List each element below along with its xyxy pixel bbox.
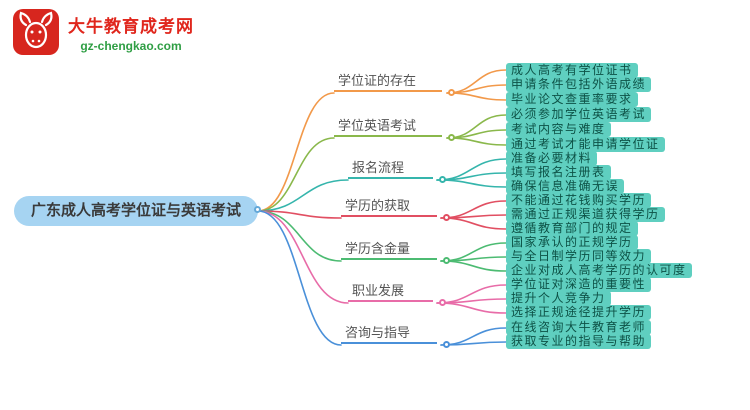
branch-collapse-handle[interactable] [439,176,446,183]
leaf-node[interactable]: 通过考试才能申请学位证 [506,137,665,152]
branch-node-2[interactable]: 学位英语考试 [334,117,455,141]
branch-label: 学位证的存在 [338,73,417,88]
connector-curve [436,179,507,188]
connector-curve [436,284,507,304]
leaf-node[interactable]: 在线咨询大牛教育老师 [506,320,652,335]
branch-node-1[interactable]: 学位证的存在 [334,72,455,96]
leaf-node[interactable]: 确保信息准确无误 [506,179,625,194]
connector-curve [446,137,507,146]
leaf-node[interactable]: 学位证对深造的重要性 [506,277,652,292]
connector-curve [440,256,507,262]
branch-label: 学位英语考试 [338,118,417,133]
connector-curve [436,302,507,314]
bull-seal-icon [13,9,59,55]
branch-collapse-handle[interactable] [443,214,450,221]
branch-label: 学历的获取 [345,198,411,213]
branch-collapse-handle[interactable] [439,299,446,306]
connector-curve [257,210,342,346]
branch-node-3[interactable]: 报名流程 [348,159,446,183]
branch-label: 咨询与指导 [345,325,411,340]
connector-curve [446,69,507,94]
branch-collapse-handle[interactable] [443,341,450,348]
connector-curve [440,260,507,272]
connector-curve [446,129,507,139]
connector-curve [440,214,507,219]
leaf-node[interactable]: 申请条件包括外语成绩 [506,77,652,92]
mindmap-root-node[interactable]: 广东成人高考学位证与英语考试 [14,196,258,226]
brand-logo: 大牛教育成考网 gz-chengkao.com [12,8,194,56]
leaf-node[interactable]: 毕业论文查重率要求 [506,92,638,107]
leaf-node[interactable]: 遵循教育部门的规定 [506,221,638,236]
connector-curve [257,210,342,262]
connector-curve [440,242,507,262]
leaf-node[interactable]: 成人高考有学位证书 [506,63,638,78]
leaf-node[interactable]: 提升个人竞争力 [506,291,611,306]
leaf-node[interactable]: 与全日制学历同等效力 [506,249,652,264]
connector-curve [257,210,342,219]
branch-node-6[interactable]: 职业发展 [348,282,446,306]
branch-collapse-handle[interactable] [443,257,450,264]
connector-curve [440,200,507,219]
connector-curve [446,114,507,139]
leaf-node[interactable]: 必须参加学位英语考试 [506,107,652,122]
branch-node-7[interactable]: 咨询与指导 [341,324,450,348]
branch-label: 报名流程 [352,160,405,175]
root-collapse-handle[interactable] [254,206,261,213]
connector-curve [446,92,507,101]
leaf-node[interactable]: 国家承认的正规学历 [506,235,638,250]
connector-curve [257,137,335,212]
branch-label: 学历含金量 [345,241,411,256]
connector-curve [440,217,507,230]
leaf-node[interactable]: 企业对成人高考学历的认可度 [506,263,692,278]
leaf-node[interactable]: 获取专业的指导与帮助 [506,334,652,349]
leaf-node[interactable]: 考试内容与难度 [506,122,611,137]
connector-curve [446,84,507,94]
leaf-node[interactable]: 不能通过花钱购买学历 [506,193,652,208]
leaf-node[interactable]: 准备必要材料 [506,151,598,166]
connector-curve [257,92,335,212]
connector-curve [257,179,349,212]
brand-title: 大牛教育成考网 [68,16,194,36]
leaf-node[interactable]: 需通过正规渠道获得学历 [506,207,665,222]
connector-curve [436,172,507,181]
leaf-node[interactable]: 填写报名注册表 [506,165,611,180]
branch-node-4[interactable]: 学历的获取 [341,197,450,221]
connector-curve [440,341,507,346]
branch-collapse-handle[interactable] [448,89,455,96]
brand-domain: gz-chengkao.com [80,38,182,53]
leaf-node[interactable]: 选择正规途径提升学历 [506,305,652,320]
branch-label: 职业发展 [352,283,405,298]
connector-curve [436,298,507,304]
connector-curve [436,158,507,181]
branch-node-5[interactable]: 学历含金量 [341,240,450,264]
branch-collapse-handle[interactable] [448,134,455,141]
connector-curve [440,327,507,346]
connector-curve [257,210,349,304]
